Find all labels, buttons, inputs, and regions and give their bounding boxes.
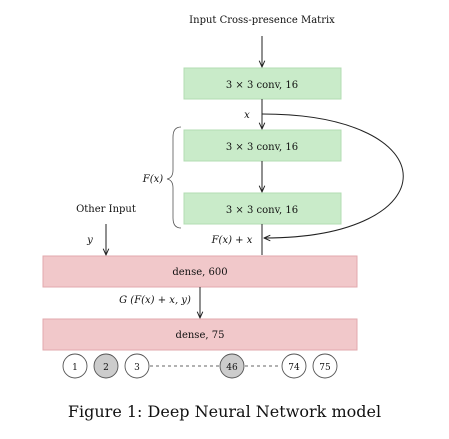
input-label: Input Cross-presence Matrix <box>189 15 335 26</box>
other-input-label: Other Input <box>76 204 136 215</box>
y-label: y <box>86 235 93 246</box>
conv-block-1-label: 3 × 3 conv, 16 <box>226 80 298 91</box>
output-node-6-label: 75 <box>319 363 331 373</box>
figure-caption: Figure 1: Deep Neural Network model <box>67 402 382 421</box>
skip-connection-arrow <box>261 113 404 238</box>
output-node-6 <box>312 353 338 379</box>
output-node-2-label: 2 <box>103 363 109 373</box>
output-node-5 <box>281 353 307 379</box>
dense-block-1-label: dense, 600 <box>172 267 227 278</box>
output-node-4 <box>219 353 245 379</box>
fx-brace <box>166 126 182 229</box>
g-label: G (F(x) + x, y) <box>119 295 191 306</box>
conv-block-3 <box>183 192 342 225</box>
conv-block-3-label: 3 × 3 conv, 16 <box>226 205 298 216</box>
output-node-5-label: 74 <box>288 363 300 373</box>
conv-block-2-label: 3 × 3 conv, 16 <box>226 142 298 153</box>
fx-label: F(x) <box>142 174 163 185</box>
fx-plus-x-label: F(x) + x <box>211 235 253 246</box>
output-node-1 <box>62 353 88 379</box>
dense-block-2 <box>42 318 358 351</box>
dense-block-2-label: dense, 75 <box>176 330 225 341</box>
output-node-3-label: 3 <box>134 363 140 373</box>
output-node-4-label: 46 <box>226 363 238 373</box>
conv-block-2 <box>183 129 342 162</box>
x-label: x <box>244 110 250 121</box>
dense-block-1 <box>42 255 358 288</box>
output-node-2 <box>93 353 119 379</box>
output-node-1-label: 1 <box>72 363 78 373</box>
output-node-3 <box>124 353 150 379</box>
